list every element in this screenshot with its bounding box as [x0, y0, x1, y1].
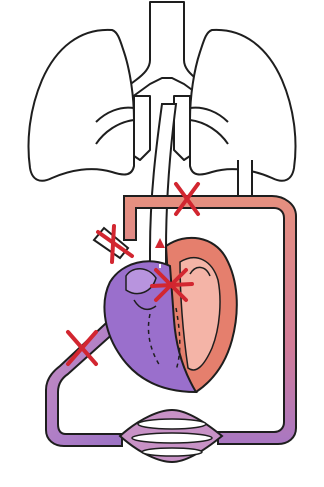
white-vessel-right	[238, 160, 252, 200]
right-lung	[190, 30, 296, 181]
left-lung	[29, 30, 135, 181]
heart	[104, 238, 236, 392]
capillary-strands	[132, 419, 212, 456]
